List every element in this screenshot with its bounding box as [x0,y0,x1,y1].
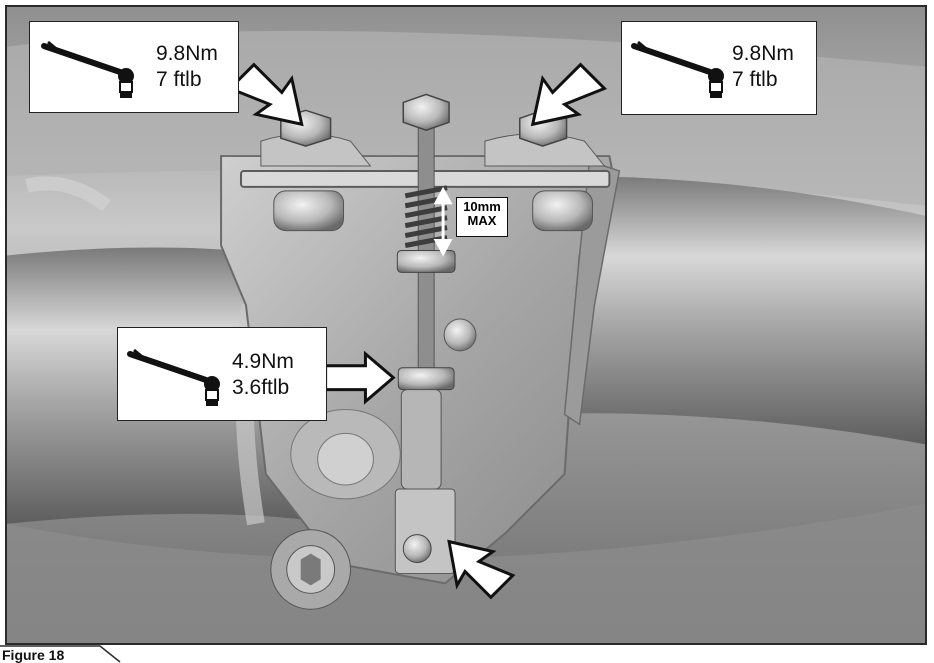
torque-nm-label: 9.8Nm [156,42,218,65]
torque-nm-label: 9.8Nm [732,42,794,65]
arrow-middle [324,350,396,405]
torque-callout-top-right: 9.8Nm 7 ftlb [621,21,817,115]
arrow-bottom [447,539,516,600]
gap-max: MAX [467,213,497,228]
torque-nm-label: 4.9Nm [232,350,294,373]
spring-gap-label: 10mm MAX [456,197,508,237]
torque-wrench-icon [41,40,134,98]
torque-ftlb-label: 3.6ftlb [232,376,290,399]
figure-caption: Figure 18 [2,647,65,663]
arrow-top-left [227,62,304,127]
torque-ftlb-label: 7 ftlb [156,68,202,91]
arrow-top-right [530,62,608,127]
torque-ftlb-label: 7 ftlb [732,68,778,91]
torque-wrench-icon [631,40,724,98]
figure-caption-tab: Figure 18 [0,645,122,663]
gap-value: 10mm [463,199,501,214]
torque-wrench-icon [127,348,220,406]
torque-callout-top-left: 9.8Nm 7 ftlb [29,21,239,113]
gap-measure-arrow [433,186,453,257]
figure-frame: 9.8Nm 7 ftlb 9.8Nm 7 ftlb 4.9Nm 3.6ftlb … [5,5,927,645]
torque-callout-middle-left: 4.9Nm 3.6ftlb [117,327,327,421]
caption-tab-outline [0,645,121,663]
